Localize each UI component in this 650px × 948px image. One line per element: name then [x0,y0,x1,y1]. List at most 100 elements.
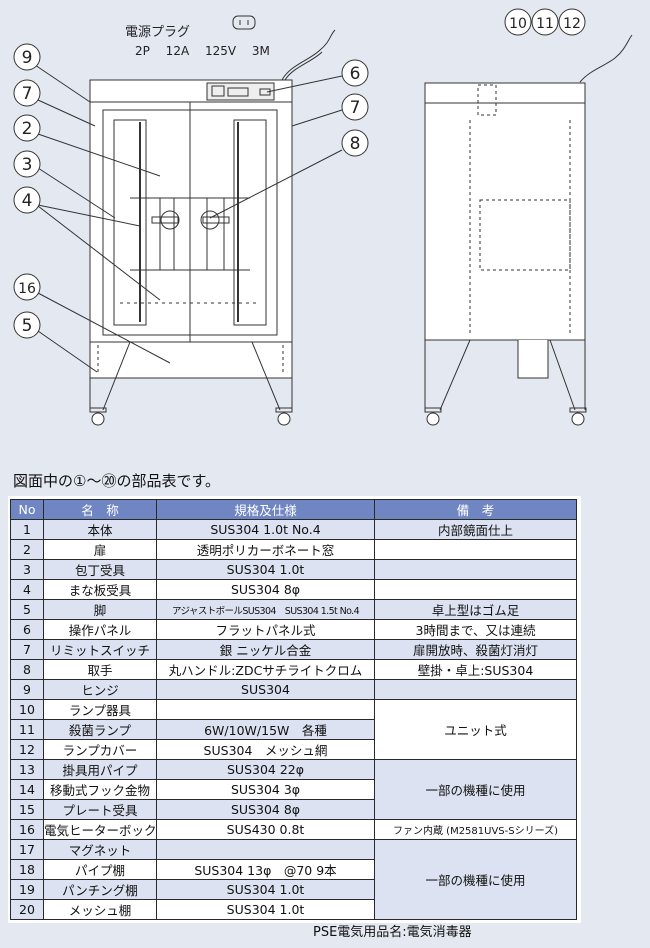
cell-remark: ファン内蔵 (M2581UVS-Sシリーズ) [374,819,577,840]
cell-spec: SUS304 1.0t [156,879,375,900]
callout-circle [13,114,41,142]
plug-icon [232,15,256,30]
cell-name: ランプ器具 [43,699,157,720]
cell-spec [156,839,375,860]
cell-name: 扉 [43,539,157,560]
plug-spec: 2P 12A 125V 3M [135,44,270,58]
cell-name: プレート受具 [43,799,157,820]
table-header-row: No 名 称 規格及仕様 備 考 [10,499,577,520]
callout-number: 3 [22,155,33,175]
plug-label: 電源プラグ [125,25,190,40]
cell-spec: SUS304 1.0t [156,899,375,920]
callout-number: 12 [563,16,581,32]
callout-circle [531,8,559,36]
cell-no: 9 [10,679,44,700]
callout-circle [341,129,369,157]
cell-no: 4 [10,579,44,600]
cell-no: 3 [10,559,44,580]
cell-name: 移動式フック金物 [43,779,157,800]
cell-spec: アジャストボールSUS304 SUS304 1.5t No.4 [156,599,375,620]
callout-number: 8 [350,134,361,154]
callout-circle [13,150,41,178]
callout-circle [13,43,41,71]
callout-circle [504,8,532,36]
cell-name: 殺菌ランプ [43,719,157,740]
cell-spec: 6W/10W/15W 各種 [156,719,375,740]
cell-spec: SUS430 0.8t [156,819,375,840]
cell-remark [374,679,577,700]
cell-remark [374,579,577,600]
cell-spec: SUS304 8φ [156,799,375,820]
callout-circle [13,186,41,214]
parts-caption: 図面中の①～⑳の部品表です。 [13,472,220,490]
cell-name: 本体 [43,519,157,540]
cell-name: 掛具用パイプ [43,759,157,780]
cell-no: 16 [10,819,44,840]
callout-circle [341,93,369,121]
callout-circle [13,311,41,339]
cell-name: 操作パネル [43,619,157,640]
cell-remark: 壁掛・卓上:SUS304 [374,659,577,680]
pse-product-name: PSE電気用品名:電気消毒器 [313,925,472,940]
header-name: 名 称 [43,499,157,520]
cell-no: 18 [10,859,44,880]
cell-spec: SUS304 メッシュ網 [156,739,375,760]
header-no: No [10,499,44,520]
cell-remark: 内部鏡面仕上 [374,519,577,540]
cell-remark [374,539,577,560]
cell-no: 20 [10,899,44,920]
callout-circle [13,79,41,107]
callout-number: 7 [350,98,361,118]
cell-name: ランプカバー [43,739,157,760]
cell-spec: SUS304 [156,679,375,700]
cell-remark: 卓上型はゴム足 [374,599,577,620]
cell-remark: 一部の機種に使用 [374,759,577,820]
callout-number: 11 [536,16,554,32]
cell-spec: SUS304 3φ [156,779,375,800]
cell-remark: 扉開放時、殺菌灯消灯 [374,639,577,660]
callout-circle [341,59,369,87]
cell-no: 8 [10,659,44,680]
callout-number: 5 [22,316,33,336]
callout-number: 2 [22,119,33,139]
cell-name: まな板受具 [43,579,157,600]
cell-no: 7 [10,639,44,660]
cell-spec: SUS304 22φ [156,759,375,780]
callout-number: 7 [22,84,33,104]
callout-circle [13,273,41,301]
cell-name: マグネット [43,839,157,860]
callout-number: 6 [350,64,361,84]
cell-name: パイプ棚 [43,859,157,880]
cell-no: 2 [10,539,44,560]
cell-remark: ユニット式 [374,699,577,760]
cell-spec: SUS304 8φ [156,579,375,600]
cell-no: 5 [10,599,44,620]
cell-no: 1 [10,519,44,540]
callout-circle [558,8,586,36]
cell-name: 包丁受具 [43,559,157,580]
cell-spec: 丸ハンドル:ZDCサチライトクロム [156,659,375,680]
cell-spec [156,699,375,720]
cell-remark: 3時間まで、又は連続 [374,619,577,640]
cell-name: リミットスイッチ [43,639,157,660]
cell-spec: SUS304 1.0t No.4 [156,519,375,540]
cell-name: 電気ヒーターボックス [43,819,157,840]
cell-no: 15 [10,799,44,820]
callout-number: 4 [22,191,33,211]
